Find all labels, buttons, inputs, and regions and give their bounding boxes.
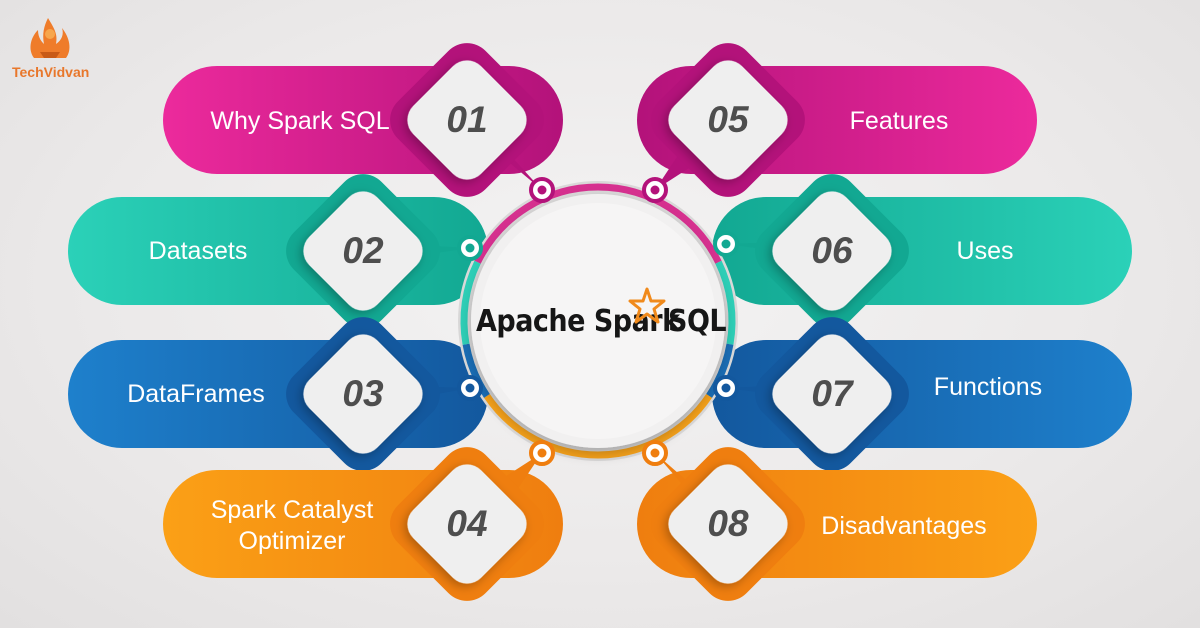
label-03: DataFrames xyxy=(127,379,265,408)
ring-segment-2 xyxy=(597,183,722,264)
diamond-03 xyxy=(303,334,423,454)
techvidvan-logo xyxy=(30,18,70,58)
number-03: 03 xyxy=(342,373,384,414)
center-hub xyxy=(458,181,738,461)
ring-segment-6 xyxy=(484,393,599,459)
diamond-06 xyxy=(772,191,892,311)
connector-dot-02 xyxy=(457,235,483,261)
title-apache-spark: Apache Spark xyxy=(476,304,680,339)
diamond-07 xyxy=(772,334,892,454)
item-01 xyxy=(163,43,563,197)
title-sql: SQL xyxy=(668,304,727,339)
number-05: 05 xyxy=(707,99,749,140)
label-05: Features xyxy=(849,106,949,135)
item-06 xyxy=(712,174,1132,328)
diamond-04 xyxy=(407,464,527,584)
label-08: Disadvantages xyxy=(821,511,987,540)
tips-layer xyxy=(457,177,739,466)
brand-name: TechVidvan xyxy=(12,64,90,80)
connector-dot-08 xyxy=(642,440,668,466)
connector-dot-07 xyxy=(713,375,739,401)
item-07 xyxy=(712,317,1132,471)
label-06: Uses xyxy=(956,236,1014,265)
connector-dot-05 xyxy=(642,177,668,203)
diamond-08 xyxy=(668,464,788,584)
connector-dot-04 xyxy=(529,440,555,466)
ring-segment-1 xyxy=(474,183,599,264)
number-04: 04 xyxy=(446,503,488,544)
spark-star-icon xyxy=(628,287,666,324)
label-02: Datasets xyxy=(148,236,248,265)
label-07: Functions xyxy=(933,372,1043,401)
ring-segment-7 xyxy=(462,343,490,398)
ring-segment-8 xyxy=(460,260,481,345)
number-06: 06 xyxy=(811,230,853,271)
ring-segment-5 xyxy=(597,393,712,459)
ring-segment-4 xyxy=(706,343,734,398)
connector-dot-03 xyxy=(457,375,483,401)
diamond-05 xyxy=(668,60,788,180)
pills-layer xyxy=(68,43,1132,601)
item-05 xyxy=(637,43,1037,197)
number-07: 07 xyxy=(811,373,853,414)
diamond-02 xyxy=(303,191,423,311)
ring-segment-3 xyxy=(715,260,736,345)
label-01: Why Spark SQL xyxy=(210,106,390,135)
connector-dot-06 xyxy=(713,231,739,257)
number-01: 01 xyxy=(446,99,488,140)
item-03 xyxy=(68,317,488,471)
item-08 xyxy=(637,447,1037,601)
connector-dot-01 xyxy=(529,177,555,203)
item-04 xyxy=(163,447,563,601)
number-08: 08 xyxy=(707,503,749,544)
number-02: 02 xyxy=(342,230,384,271)
diamond-01 xyxy=(407,60,527,180)
item-02 xyxy=(68,174,488,328)
